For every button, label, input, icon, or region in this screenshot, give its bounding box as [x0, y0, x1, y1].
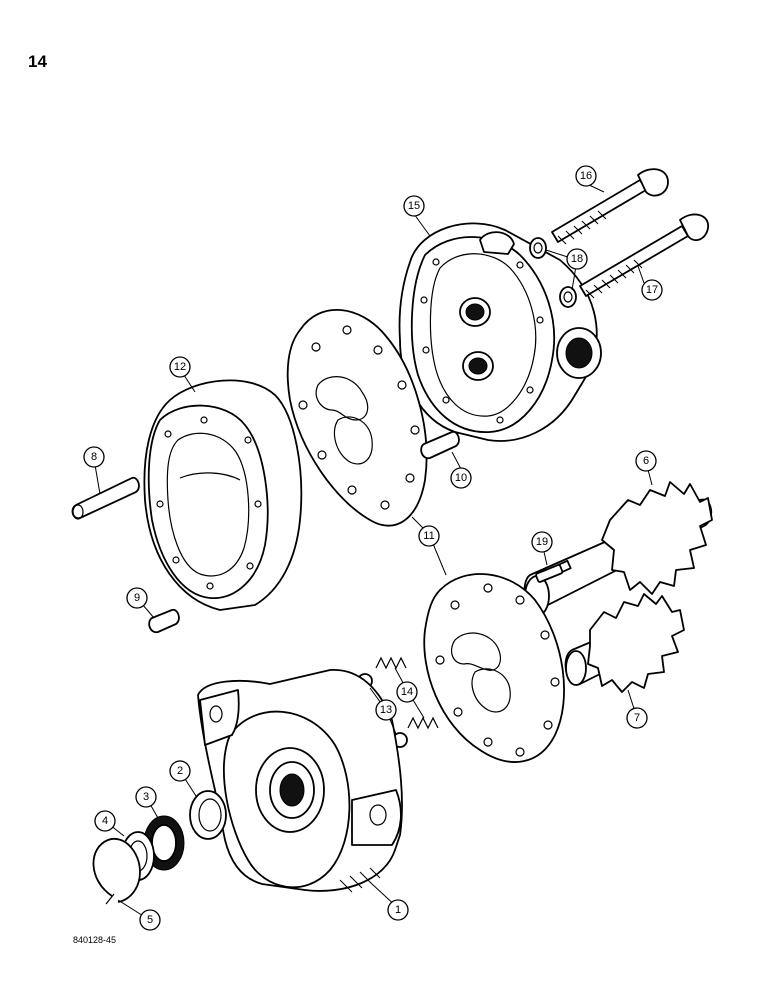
svg-text:14: 14 — [401, 686, 413, 698]
callout-5: 5 — [139, 909, 161, 931]
svg-text:17: 17 — [646, 284, 658, 296]
callout-4: 4 — [94, 810, 116, 832]
callout-17: 17 — [641, 279, 663, 301]
callout-9: 9 — [126, 587, 148, 609]
callout-1: 1 — [387, 899, 409, 921]
callout-18: 18 — [566, 248, 588, 270]
svg-text:3: 3 — [143, 791, 149, 803]
svg-text:2: 2 — [177, 765, 183, 777]
part-10-dowel-pin — [420, 430, 460, 460]
svg-text:13: 13 — [380, 704, 392, 716]
part-12-gear-housing — [143, 379, 303, 611]
part-5-snap-ring — [92, 837, 141, 905]
part-6-drive-gear-shaft — [523, 481, 713, 617]
part-11-wear-plate-upper — [286, 308, 428, 527]
document-code: 840128-45 — [73, 935, 117, 945]
part-2-seal — [189, 790, 227, 840]
svg-text:16: 16 — [580, 170, 592, 182]
part-8-dowel-pin — [71, 476, 140, 520]
svg-text:9: 9 — [134, 592, 140, 604]
svg-text:8: 8 — [91, 451, 97, 463]
svg-text:7: 7 — [634, 712, 640, 724]
callout-2: 2 — [169, 760, 191, 782]
part-15-end-cover — [398, 222, 602, 442]
part-1-front-housing — [197, 669, 403, 893]
svg-text:1: 1 — [395, 904, 401, 916]
part-7-driven-gear — [564, 593, 685, 693]
part-11-wear-plate-lower — [423, 573, 565, 763]
svg-text:18: 18 — [571, 253, 583, 265]
callout-8: 8 — [83, 446, 105, 468]
svg-text:10: 10 — [455, 472, 467, 484]
part-14-springs — [375, 656, 439, 730]
part-17-cap-screw — [579, 213, 709, 299]
part-9-dowel-pin — [148, 608, 180, 634]
svg-text:6: 6 — [643, 455, 649, 467]
part-16-cap-screw — [551, 168, 669, 245]
part-19-key — [535, 564, 564, 583]
svg-text:15: 15 — [408, 200, 420, 212]
svg-text:5: 5 — [147, 914, 153, 926]
callout-13: 13 — [375, 699, 397, 721]
svg-text:19: 19 — [536, 536, 548, 548]
callout-7: 7 — [626, 707, 648, 729]
page-number: 14 — [28, 52, 47, 71]
callout-12: 12 — [169, 356, 191, 378]
part-18-washers — [529, 237, 577, 308]
callout-10: 10 — [450, 467, 472, 489]
svg-text:4: 4 — [102, 815, 108, 827]
callout-3: 3 — [135, 786, 157, 808]
callout-14: 14 — [396, 681, 418, 703]
callout-16: 16 — [575, 165, 597, 187]
callout-6: 6 — [635, 450, 657, 472]
svg-text:12: 12 — [174, 361, 186, 373]
svg-text:11: 11 — [423, 530, 434, 542]
callout-11-upper: 11 — [418, 525, 440, 547]
callout-15: 15 — [403, 195, 425, 217]
callout-19: 19 — [531, 531, 553, 553]
